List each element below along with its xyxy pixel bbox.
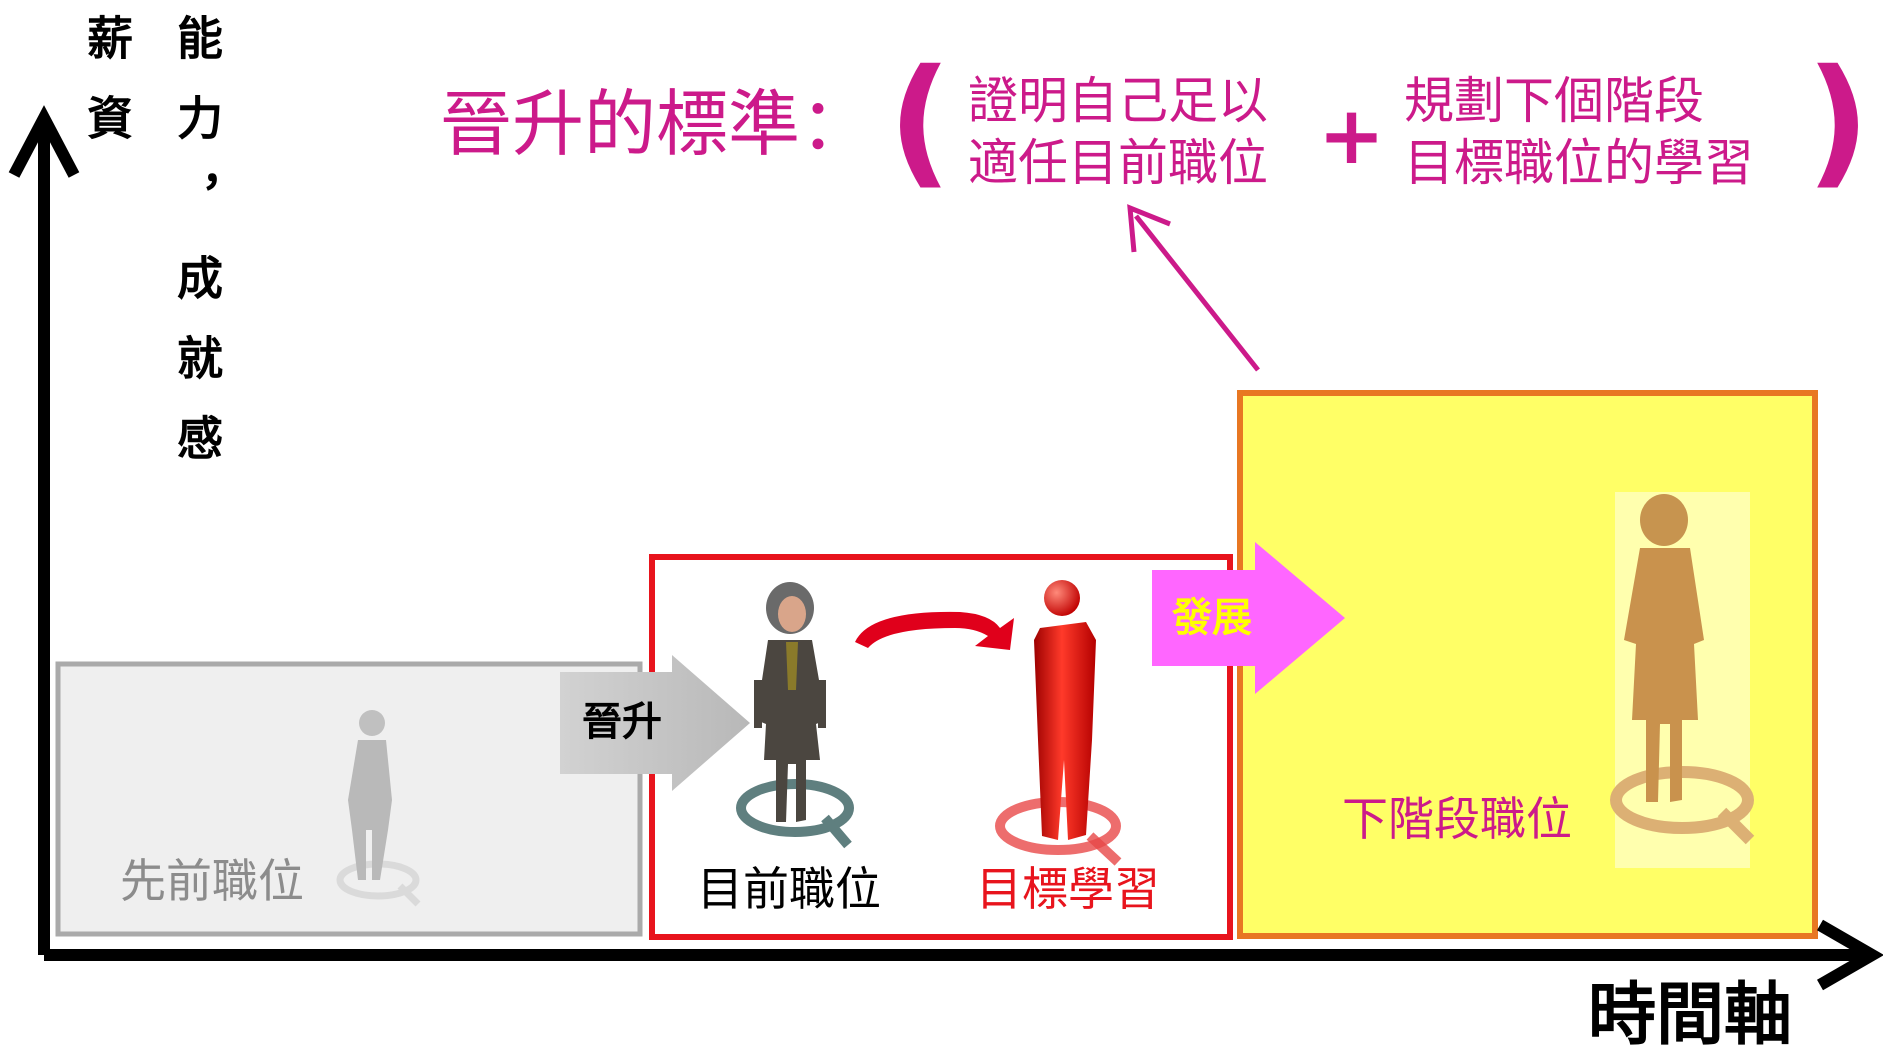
promotion-arrow-label: 晉升 (582, 699, 662, 745)
pointer-arrow (1127, 204, 1260, 372)
standard-term-2-line-1: 規劃下個階段 (1404, 72, 1704, 130)
promotion-standard-title: 晉升的標準： (440, 82, 873, 166)
next-position-box (1237, 390, 1818, 939)
open-paren: ( (888, 40, 952, 203)
x-axis (44, 919, 1883, 991)
current-person-icon (736, 582, 854, 849)
standard-term-1: 證明自己足以 適任目前職位 (968, 70, 1268, 194)
standard-term-2-line-2: 目標職位的學習 (1404, 134, 1754, 192)
next-person-icon (1610, 492, 1755, 868)
curved-red-arrow (855, 611, 1014, 650)
x-axis-label: 時間軸 (1588, 976, 1793, 1055)
plus-sign: + (1318, 89, 1386, 182)
standard-term-1-line-1: 證明自己足以 (968, 72, 1268, 130)
standard-term-2: 規劃下個階段 目標職位的學習 (1404, 70, 1754, 194)
y-axis-label-salary: 薪資 (80, 14, 134, 174)
next-position-label: 下階段職位 (1342, 792, 1572, 846)
previous-position-label: 先前職位 (120, 854, 304, 908)
target-learning-label: 目標學習 (976, 862, 1160, 916)
y-axis (8, 105, 80, 955)
development-arrow (1152, 542, 1345, 694)
y-axis-label-ability: 能力，成就感 (170, 14, 224, 494)
standard-term-1-line-2: 適任目前職位 (968, 134, 1268, 192)
promotion-arrow (560, 655, 750, 791)
current-position-label: 目前職位 (697, 862, 881, 916)
close-paren: ) (1806, 40, 1870, 203)
target-learning-person-icon (995, 580, 1122, 866)
development-arrow-label: 發展 (1172, 595, 1252, 641)
previous-person-icon (336, 710, 421, 907)
